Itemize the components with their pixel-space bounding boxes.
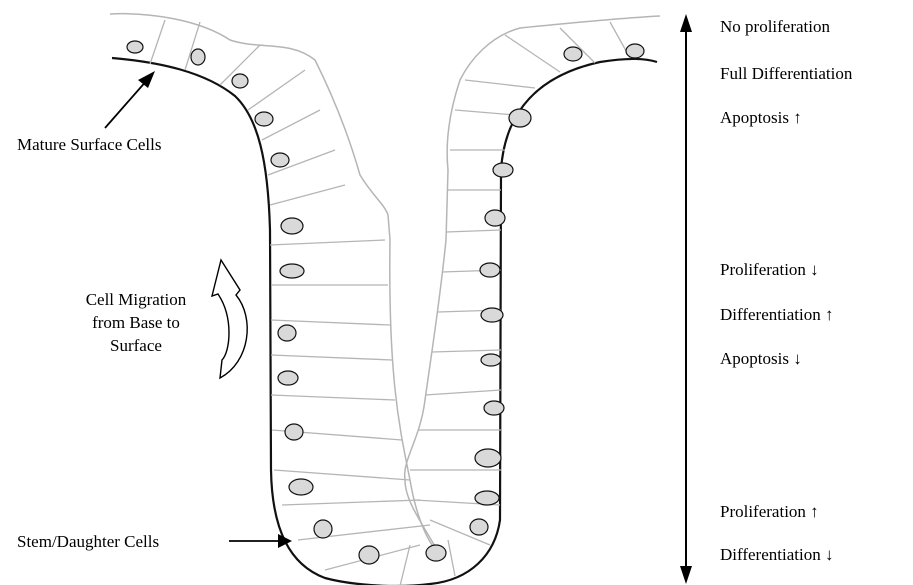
nucleus [278, 325, 296, 341]
nucleus [278, 371, 298, 385]
nucleus [232, 74, 248, 88]
gradient-middle-line: Differentiation ↑ [720, 305, 833, 325]
nucleus [481, 354, 501, 366]
nucleus [191, 49, 205, 65]
migration-arrow-icon [212, 260, 247, 378]
stem-daughter-cells-label: Stem/Daughter Cells [17, 532, 159, 552]
gradient-bottom-line: Differentiation ↓ [720, 545, 833, 565]
nucleus [484, 401, 504, 415]
nucleus [481, 308, 503, 322]
nucleus [281, 218, 303, 234]
nucleus [475, 491, 499, 505]
nucleus [426, 545, 446, 561]
nucleus [480, 263, 500, 277]
nucleus [485, 210, 505, 226]
nucleus [509, 109, 531, 127]
gradient-middle-line: Apoptosis ↓ [720, 349, 802, 369]
nucleus [271, 153, 289, 167]
gradient-top-line: Full Differentiation [720, 64, 852, 84]
cell-migration-label-line: Cell Migration [56, 290, 216, 313]
gradient-bottom-line: Proliferation ↑ [720, 502, 819, 522]
nucleus [127, 41, 143, 53]
gradient-arrow [680, 14, 692, 584]
nucleus [626, 44, 644, 58]
cell-migration-label: Cell Migration from Base to Surface [56, 290, 216, 359]
gradient-middle-line: Proliferation ↓ [720, 260, 819, 280]
nucleus [359, 546, 379, 564]
gradient-top-line: No proliferation [720, 17, 830, 37]
nucleus [564, 47, 582, 61]
nucleus [493, 163, 513, 177]
cell-migration-label-line: Surface [56, 336, 216, 359]
mature-pointer-arrow [105, 71, 155, 128]
cell-migration-label-line: from Base to [56, 313, 216, 336]
nucleus [314, 520, 332, 538]
mature-surface-cells-label: Mature Surface Cells [17, 135, 161, 155]
nucleus [285, 424, 303, 440]
nucleus [280, 264, 304, 278]
nucleus [255, 112, 273, 126]
nucleus [289, 479, 313, 495]
nucleus [475, 449, 501, 467]
nucleus [470, 519, 488, 535]
gradient-top-line: Apoptosis ↑ [720, 108, 802, 128]
